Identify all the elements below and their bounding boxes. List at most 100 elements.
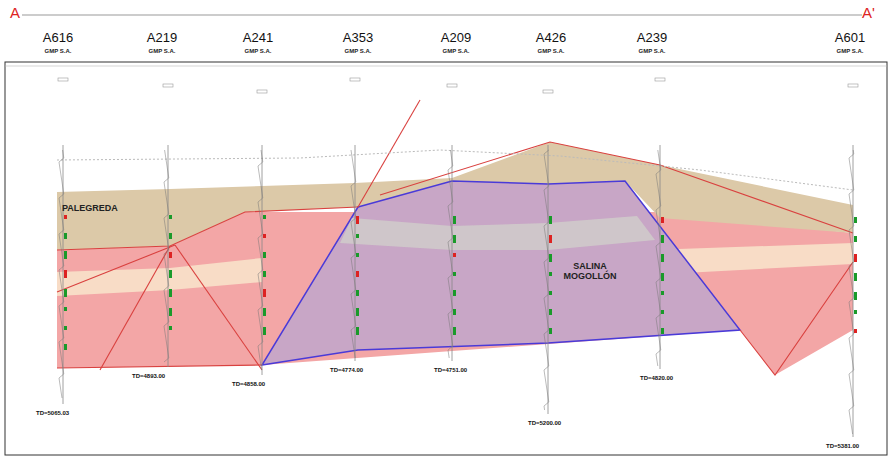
log-marker [356,272,359,276]
log-marker [661,254,664,262]
log-marker [661,236,664,242]
log-marker [263,289,266,297]
log-marker [263,252,266,258]
log-marker [453,290,456,296]
log-marker [453,216,456,224]
log-marker [263,290,266,296]
section-frame [5,62,887,455]
company-name: GMP S.A. [538,48,565,55]
log-marker [854,217,857,223]
log-marker [453,272,456,276]
log-marker [854,255,857,261]
formation-name: SALINA MOGOLLÓN [555,262,625,282]
well-name: A426 [536,31,566,45]
log-marker [169,270,172,278]
log-marker [661,291,664,295]
log-marker [169,308,172,316]
log-marker [356,234,359,238]
log-marker [549,309,552,315]
wellhead-symbol [163,84,173,87]
log-marker [169,271,172,277]
log-marker [169,289,172,297]
log-marker [169,252,172,258]
log-marker [549,217,552,223]
log-marker [263,253,266,257]
datum-line [57,150,853,190]
well-logs [58,78,858,437]
log-marker [453,309,456,315]
log-marker [854,254,857,262]
fault-lines [57,100,853,375]
log-curve [59,150,64,398]
company-name: GMP S.A. [149,48,176,55]
well-name: A219 [147,31,177,45]
log-marker [64,326,67,330]
log-marker [854,310,857,314]
company-name: GMP S.A. [639,48,666,55]
log-marker [661,310,664,314]
well-name: A209 [441,31,471,45]
log-marker [64,307,67,311]
grey-band [340,216,655,250]
log-curve [351,150,356,358]
total-depth: TD=5200.00 [528,420,561,427]
log-marker [854,236,857,242]
wellhead-symbol [350,78,360,81]
log-marker [549,272,552,276]
log-marker [854,329,857,333]
total-depth: TD=4751.00 [434,367,467,374]
company-name: GMP S.A. [443,48,470,55]
log-marker [64,215,67,219]
log-marker [549,310,552,314]
log-marker [854,218,857,222]
wellhead-symbol [58,78,68,81]
formation-name: PALEGREDA [62,204,118,214]
log-marker [64,270,67,278]
log-curve [164,150,169,362]
log-marker [453,253,456,257]
log-marker [549,235,552,243]
log-marker [169,215,172,219]
log-marker [453,235,456,243]
well-name: A616 [43,31,73,45]
wellhead-symbol [543,90,553,93]
log-marker [169,234,172,238]
log-curve [544,150,549,410]
company-name: GMP S.A. [345,48,372,55]
well-name: A601 [835,31,865,45]
well-bore [660,145,661,369]
total-depth: TD=4820.00 [640,375,673,382]
log-marker [661,328,664,334]
log-marker [64,289,67,297]
wellhead-symbol [848,84,858,87]
log-marker [356,271,359,277]
log-marker [263,215,266,219]
total-depth: TD=5381.00 [826,443,859,450]
total-depth: TD=4774.00 [330,367,363,374]
well-bore [548,145,549,414]
well-name: A241 [243,31,273,45]
log-curve [849,150,854,434]
total-depth: TD=4858.00 [232,381,265,388]
log-curve [656,150,661,366]
log-marker [263,327,266,335]
log-curve [448,150,453,358]
log-marker [356,290,359,296]
log-marker [356,327,359,335]
log-marker [854,292,857,300]
log-marker [263,234,266,238]
log-marker [661,235,664,243]
log-marker [453,328,456,334]
log-marker [549,291,552,295]
total-depth: TD=5065.03 [36,410,69,417]
wellhead-symbol [447,84,457,87]
log-marker [263,271,266,277]
well-bore [452,145,453,361]
well-name: A239 [637,31,667,45]
log-marker [169,233,172,239]
company-name: GMP S.A. [45,48,72,55]
log-marker [64,252,67,258]
section-end: A [10,5,20,22]
log-curve [258,150,263,370]
section-line [22,15,862,16]
